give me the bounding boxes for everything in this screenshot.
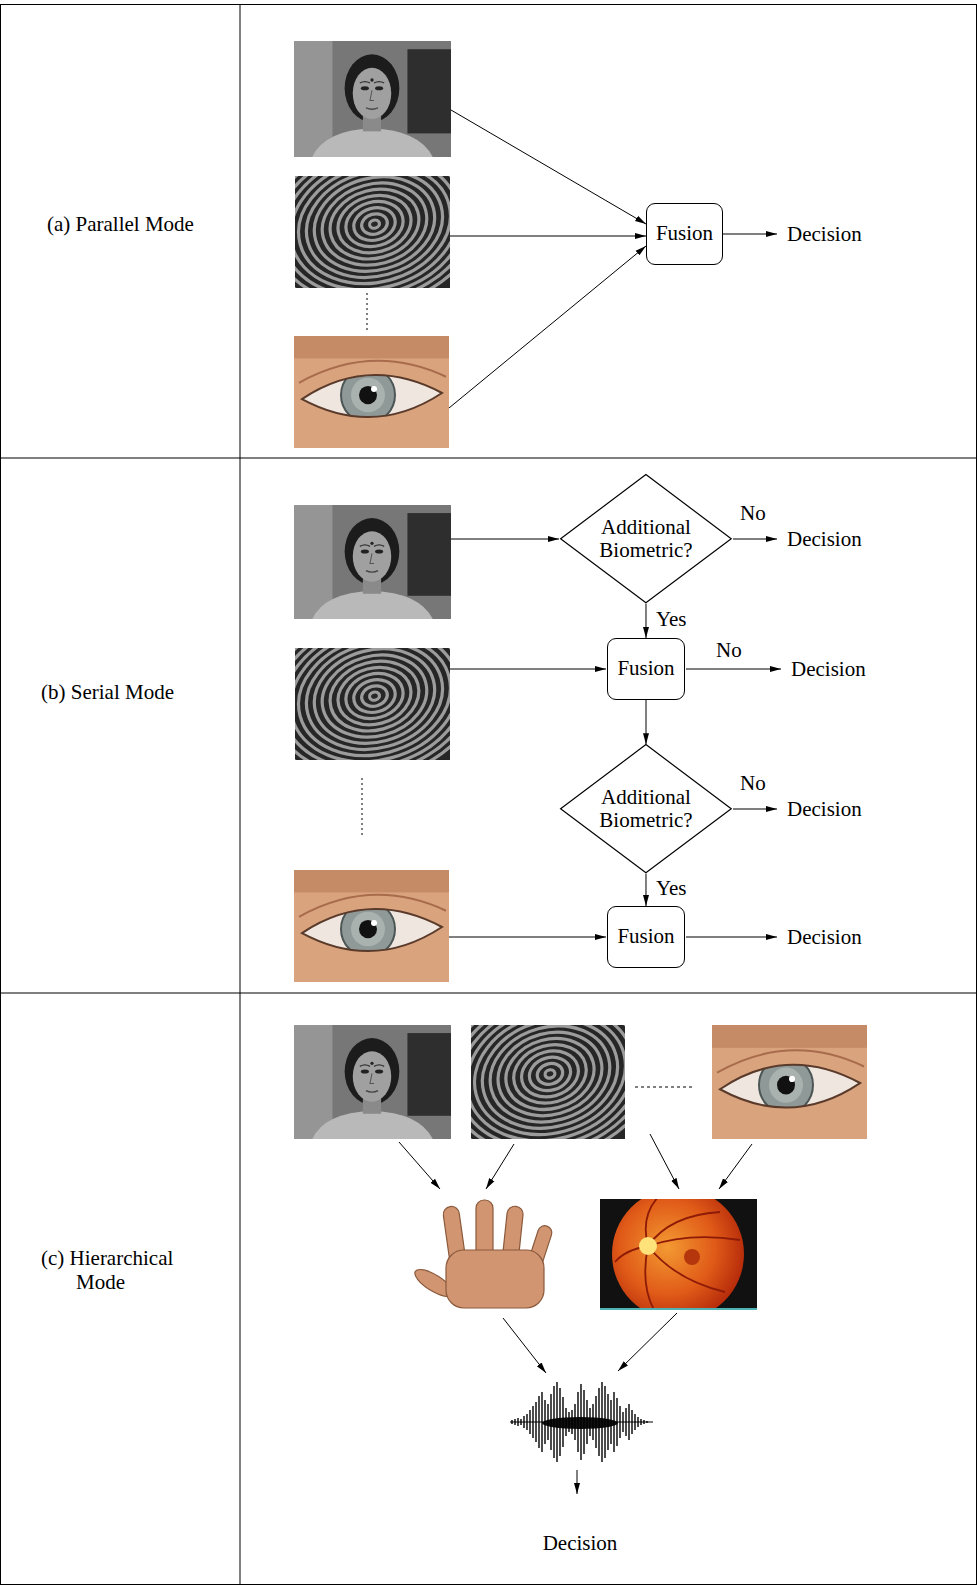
branch-label: No	[740, 771, 766, 795]
fusion-label: Fusion	[617, 925, 674, 948]
face-image	[294, 505, 451, 619]
hand-palm	[446, 1250, 544, 1308]
decision-diamond: Additional Biometric?	[560, 744, 732, 873]
input-arrow	[451, 110, 646, 224]
mode-label: (c) Hierarchical Mode	[41, 1246, 211, 1294]
retina-image	[600, 1188, 757, 1320]
ellipsis-dots	[367, 293, 368, 331]
input-arrow	[451, 539, 559, 540]
hierarchy-arrows	[399, 1134, 752, 1494]
mode-label: (b) Serial Mode	[41, 680, 174, 704]
hand-image	[411, 1200, 554, 1308]
node-text-group: Fusion	[656, 222, 713, 245]
serial-arrows	[449, 539, 781, 937]
node-text-group: Fusion	[617, 657, 674, 680]
table-border	[1, 5, 977, 1585]
branch-label: Yes	[656, 607, 687, 631]
table-column-rule	[240, 5, 241, 1585]
input-arrow	[450, 669, 606, 670]
retina-vessel	[648, 1237, 740, 1246]
flow-arrow	[645, 604, 646, 638]
waveform-bars	[512, 1382, 647, 1462]
decision-text: Additional Biometric?	[592, 786, 700, 832]
mode-label: (a) Parallel Mode	[47, 212, 194, 236]
flow-arrow	[645, 874, 646, 906]
decision-diamond: Additional Biometric?	[560, 474, 732, 603]
retina-vessel	[645, 1246, 655, 1310]
merge-arrow	[650, 1134, 679, 1189]
retina-vessel	[648, 1246, 725, 1292]
fusion-label: Fusion	[656, 222, 713, 245]
diamond-outline	[561, 745, 732, 873]
decision-arrow	[723, 234, 777, 235]
input-arrow	[450, 236, 646, 237]
speech-waveform	[510, 1382, 653, 1462]
branch-label: Yes	[656, 876, 687, 900]
retina-optic-disc	[639, 1237, 657, 1255]
node-text-group: Additional Biometric?	[592, 516, 700, 562]
decision-arrow	[577, 1470, 578, 1494]
fusion-box: Fusion	[646, 203, 723, 265]
decision-label: Decision	[791, 657, 866, 681]
fingerprint-image	[248, 589, 501, 804]
input-arrow	[449, 937, 606, 938]
iris-image	[294, 870, 449, 982]
fusion-label: Fusion	[617, 657, 674, 680]
flow-arrow	[646, 700, 647, 744]
retina-macula	[684, 1249, 700, 1265]
table-row-rule	[1, 458, 977, 459]
merge-arrow	[618, 1313, 677, 1371]
decision-label: Decision	[787, 527, 862, 551]
ellipsis-dots	[362, 778, 363, 836]
face-image	[294, 1025, 451, 1139]
decision-label: Decision	[543, 1531, 618, 1555]
fingerprint-image	[248, 117, 501, 332]
decision-arrow	[686, 669, 781, 670]
table-row-rule	[1, 993, 977, 994]
retina-fundus	[612, 1199, 744, 1310]
diamond-outline	[561, 475, 732, 603]
retina-vessels	[615, 1199, 740, 1310]
retina-edge	[600, 1308, 757, 1310]
fusion-box: Fusion	[607, 638, 685, 700]
iris-image	[712, 1025, 867, 1139]
decision-arrow	[686, 937, 777, 938]
input-arrow	[449, 246, 646, 408]
decision-label: Decision	[787, 797, 862, 821]
decision-label: Decision	[787, 222, 862, 246]
node-text-group: Additional Biometric?	[592, 786, 700, 832]
branch-label: No	[740, 501, 766, 525]
merge-arrow	[399, 1142, 440, 1189]
decision-arrow	[733, 809, 777, 810]
merge-arrow	[719, 1144, 752, 1189]
retina-vessel	[648, 1212, 720, 1246]
face-image	[294, 41, 451, 157]
fusion-box: Fusion	[607, 906, 685, 968]
iris-image	[294, 336, 449, 448]
merge-arrow	[503, 1318, 546, 1373]
decision-label: Decision	[787, 925, 862, 949]
retina-disc	[612, 1199, 744, 1310]
decision-arrow	[733, 539, 777, 540]
ellipsis-dashes	[635, 1087, 695, 1088]
branch-label: No	[716, 638, 742, 662]
node-text-group: Fusion	[617, 925, 674, 948]
merge-arrow	[486, 1144, 514, 1189]
fingerprint-image	[424, 965, 675, 1184]
decision-text: Additional Biometric?	[592, 516, 700, 562]
input-arrows	[449, 110, 777, 408]
